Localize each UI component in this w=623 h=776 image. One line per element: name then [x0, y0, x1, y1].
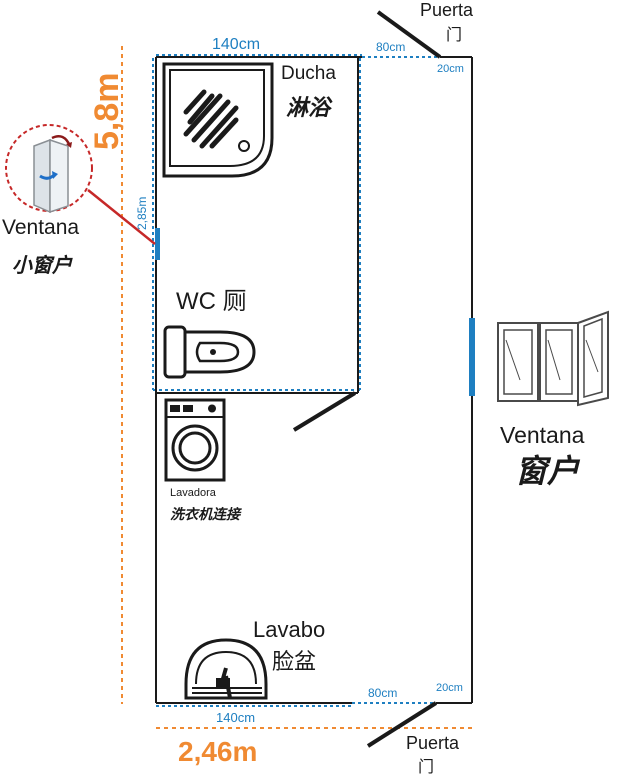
- washer-label-zh: 洗衣机连接: [170, 506, 242, 523]
- door-top-leaf[interactable]: [376, 10, 442, 59]
- total-length-label: 5,8m: [88, 73, 126, 151]
- detail-dimensions: 140cm 80cm 20cm 2,85m 140cm 80cm 20cm: [135, 36, 472, 725]
- sink-icon: [184, 638, 268, 700]
- door-top[interactable]: Puerta 门: [376, 0, 474, 59]
- door-top-label-zh: 门: [446, 25, 462, 44]
- sink-label-zh: 脸盆: [272, 650, 316, 675]
- door-bottom-leaf[interactable]: [366, 701, 438, 748]
- shower-label-zh: 淋浴: [286, 96, 333, 121]
- window-label-zh: 窗户: [515, 452, 581, 490]
- shower-tray-icon: [162, 62, 274, 178]
- door-bottom-label-zh: 门: [418, 757, 434, 776]
- callout-circle: [5, 124, 93, 212]
- door-bottom[interactable]: Puerta 门: [366, 701, 460, 776]
- small-window-label-zh: 小窗户: [12, 253, 73, 277]
- toilet-label: WC 厕: [176, 288, 247, 315]
- double-window-icon: [497, 310, 609, 407]
- bottom-corner-label: 20cm: [436, 682, 463, 694]
- washing-machine-icon: [164, 398, 226, 482]
- bottom-width-label: 140cm: [216, 710, 255, 725]
- door-inner-leaf[interactable]: [292, 391, 357, 432]
- total-width-label: 2,46m: [178, 736, 257, 767]
- sink-label-es: Lavabo: [253, 617, 325, 642]
- shower-label-es: Ducha: [281, 63, 336, 84]
- callout-pointer: [87, 189, 156, 245]
- overall-dimensions: 5,8m 2,46m: [88, 46, 472, 767]
- top-door-width-label: 80cm: [376, 40, 405, 54]
- window-marker: [469, 318, 475, 396]
- bottom-door-width-label: 80cm: [368, 686, 397, 700]
- toilet-icon: [163, 325, 256, 379]
- window-label-es: Ventana: [500, 422, 585, 448]
- door-bottom-label-es: Puerta: [406, 733, 460, 753]
- small-window-marker: [155, 228, 160, 260]
- washer: Lavadora 洗衣机连接: [164, 398, 242, 523]
- top-width-label: 140cm: [212, 36, 260, 53]
- toilet: WC 厕: [163, 288, 256, 379]
- window-group: Ventana 窗户: [497, 310, 609, 490]
- shower: Ducha 淋浴: [162, 62, 336, 178]
- top-corner-label: 20cm: [437, 63, 464, 75]
- small-window-label-es: Ventana: [2, 216, 79, 239]
- tilt-window-icon: [33, 135, 72, 214]
- door-top-label-es: Puerta: [420, 0, 474, 20]
- small-window-callout: Ventana 小窗户: [2, 124, 156, 277]
- bathroom-depth-label: 2,85m: [135, 197, 149, 230]
- washer-label-es: Lavadora: [170, 487, 217, 499]
- sink: Lavabo 脸盆: [184, 617, 325, 700]
- door-inner[interactable]: [292, 391, 357, 432]
